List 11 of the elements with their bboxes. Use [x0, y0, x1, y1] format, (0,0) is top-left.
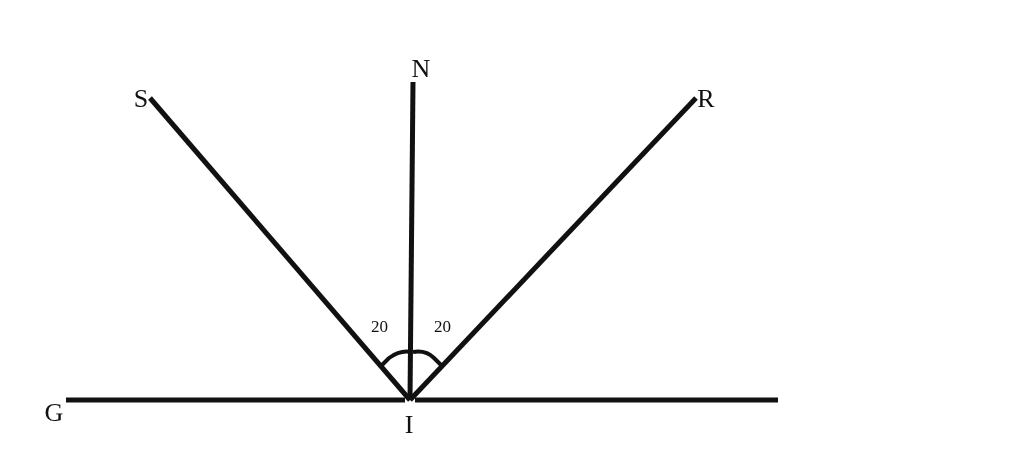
point-label: R	[696, 86, 716, 112]
line-segment	[66, 397, 405, 403]
line-segment	[148, 96, 412, 402]
line-segment	[408, 96, 698, 402]
point-label: G	[42, 400, 66, 426]
angle-value: 20	[434, 318, 451, 336]
point-label: N	[411, 56, 431, 82]
angle-value: 20	[371, 318, 388, 336]
line-segment	[415, 397, 778, 403]
point-label: I	[403, 412, 415, 438]
point-label: S	[132, 86, 150, 112]
